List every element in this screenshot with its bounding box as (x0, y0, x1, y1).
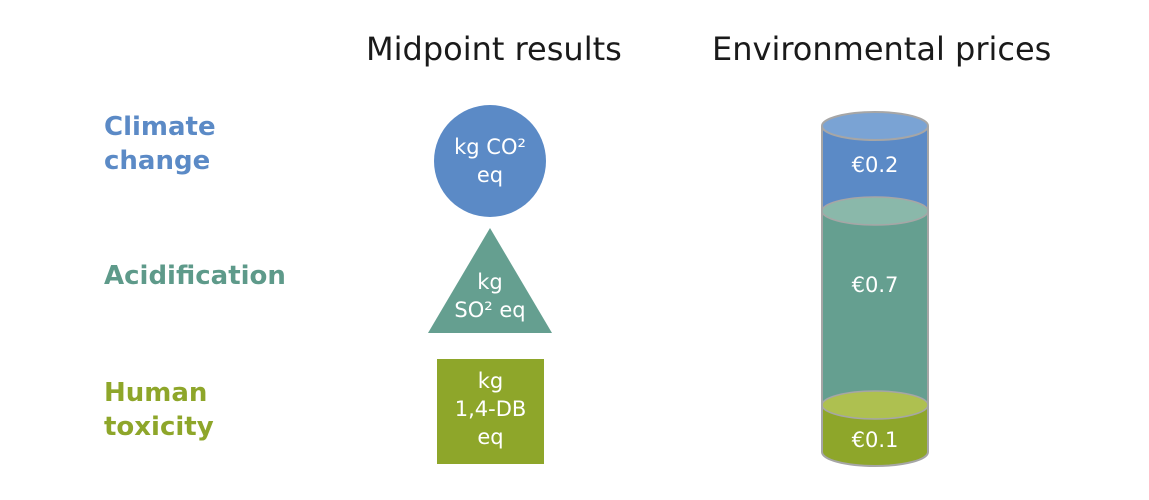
acidification-unit-line1: kg (477, 270, 503, 294)
climate-price: €0.2 (851, 153, 899, 177)
acidification-label: Acidification (104, 259, 286, 293)
climate-change-label: Climate change (104, 110, 216, 178)
acidification-segment-body (822, 211, 928, 405)
price-cylinder (821, 111, 929, 467)
acidification-segment-top (822, 197, 928, 225)
toxicity-segment-body (822, 405, 928, 466)
climate-unit: kg CO² eq (434, 133, 546, 189)
acidification-triangle (428, 228, 552, 333)
climate-unit-line1: kg CO² (454, 135, 526, 159)
toxicity-square (437, 359, 544, 464)
climate-change-label-line2: change (104, 146, 211, 176)
acidification-label-line1: Acidification (104, 261, 286, 291)
toxicity-unit-line2: 1,4-DB (454, 397, 527, 421)
toxicity-top-outline (821, 390, 929, 420)
prices-heading: Environmental prices (712, 30, 1052, 68)
cylinder-top-outline (821, 111, 929, 141)
toxicity-unit-line1: kg (477, 369, 504, 393)
cylinder-outline (821, 126, 929, 467)
acidification-unit-line2: SO² eq (454, 298, 526, 322)
climate-unit-line2: eq (476, 163, 504, 187)
climate-change-label-line1: Climate (104, 112, 216, 142)
acidification-unit: kg SO² eq (434, 268, 546, 324)
acidification-price: €0.7 (851, 273, 899, 297)
human-toxicity-label-line2: toxicity (104, 412, 214, 442)
toxicity-unit: kg 1,4-DB eq (437, 367, 544, 451)
climate-segment-top (822, 112, 928, 140)
human-toxicity-label-line1: Human (104, 378, 208, 408)
toxicity-segment-top (822, 391, 928, 419)
climate-circle (434, 105, 546, 217)
midpoint-heading: Midpoint results (366, 30, 622, 68)
toxicity-unit-line3: eq (477, 425, 504, 449)
acidification-top-outline (821, 196, 929, 226)
human-toxicity-label: Human toxicity (104, 376, 214, 444)
toxicity-price: €0.1 (851, 428, 899, 452)
